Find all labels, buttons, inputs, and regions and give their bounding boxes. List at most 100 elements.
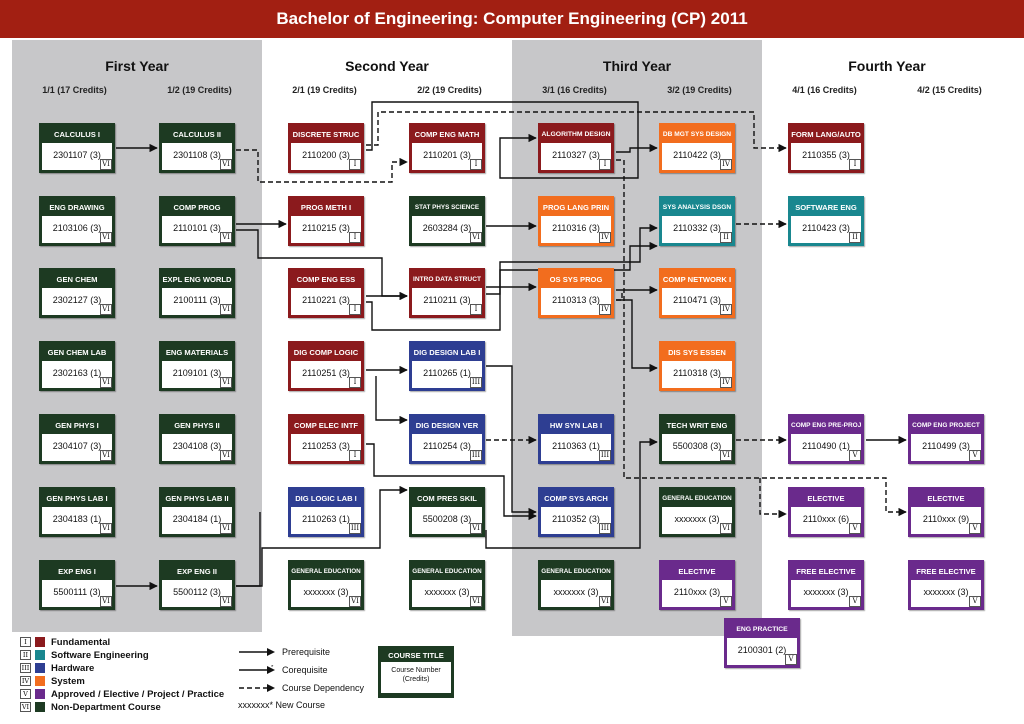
course-title: COMP PROG [173,203,221,212]
course-number-text: xxxxxxx (3) [923,587,969,597]
course-number: 2110313 (3)IV [541,288,611,315]
year-title-first: First Year [105,58,169,74]
course-box[interactable]: GEN PHYS LAB II 2304184 (1)VI [159,487,235,537]
course-number-text: 2109101 (3) [172,368,222,378]
course-title: ENG PRACTICE [736,626,788,633]
course-title: COM PRES SKIL [417,494,477,503]
course-number-text: 2100301 (2) [737,645,787,655]
term-label: 2/2 (19 Credits) [417,85,482,95]
course-number: 2110423 (3)II [791,216,861,243]
category-badge: I [849,159,861,170]
course-number: 5500208 (3)VI [412,507,482,534]
course-number-text: 5500308 (3) [672,441,722,451]
course-title: GENERAL EDUCATION [412,568,482,575]
category-badge: I [349,159,361,170]
term-label: 2/1 (19 Credits) [292,85,357,95]
sample-course-credits: (Credits) [402,676,430,683]
category-badge: VI [220,450,232,461]
course-title: EXP ENG II [177,567,217,576]
legend-swatch [35,702,45,712]
course-number-text: 2301107 (3) [53,150,101,160]
corequisite-arrow-icon: * [239,665,275,674]
course-number: 2110318 (3)IV [662,361,732,388]
category-badge: VI [720,450,732,461]
course-number-text: 5500208 (3) [422,514,472,524]
course-number: 2110251 (3)I [291,361,361,388]
course-number: 2110253 (3)I [291,434,361,461]
course-number-text: 2110490 (1) [802,441,850,451]
category-badge: I [349,377,361,388]
course-number: 2304184 (1)VI [162,507,232,534]
course-box[interactable]: ENG PRACTICE 2100301 (2)V [724,618,800,668]
category-badge: VI [100,232,112,243]
course-title: COMP ELEC INTF [294,421,358,430]
course-box[interactable]: COMP ELEC INTF 2110253 (3)I [288,414,364,464]
course-number-text: 2110316 (3) [552,223,600,233]
course-number-text: 2304183 (1) [52,514,102,524]
course-title: GEN PHYS LAB II [165,494,229,503]
course-number-text: 2110352 (3) [552,514,600,524]
course-number-text: 2110253 (3) [302,441,350,451]
category-badge: I [349,232,361,243]
course-title: CALCULUS I [54,130,100,139]
course-number: 2103106 (3)VI [42,216,112,243]
course-number-text: 2110313 (3) [552,295,600,305]
course-number-text: 2304184 (1) [172,514,222,524]
course-number: 2110332 (3)II [662,216,732,243]
legend-corequisite-label: Corequisite [282,665,328,675]
course-box[interactable]: COM PRES SKIL 5500208 (3)VI [409,487,485,537]
course-number-text: 2110471 (3) [673,295,721,305]
course-title: PROG LANG PRIN [542,203,610,212]
course-title: COMP ENG PROJECT [912,422,980,429]
course-number: 2100301 (2)V [727,638,797,665]
course-number-text: 2110201 (3) [423,150,471,160]
course-number-text: 2110499 (3) [922,441,970,451]
